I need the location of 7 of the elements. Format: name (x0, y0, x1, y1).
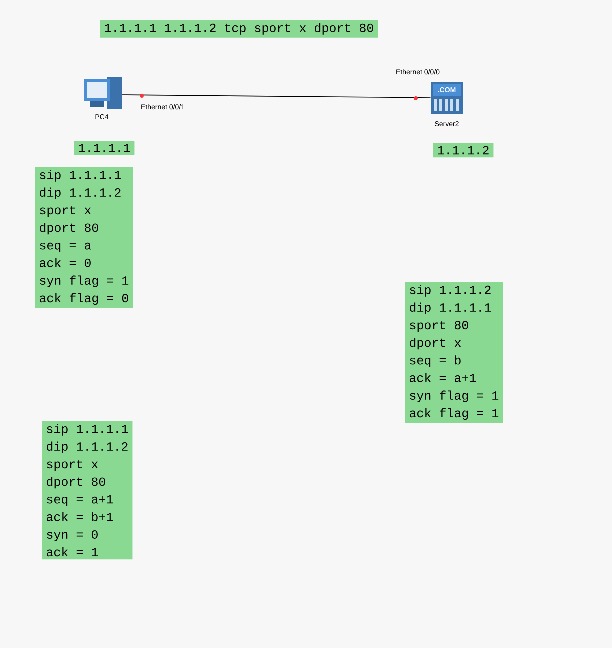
address-box: 1.1.1.2 (433, 143, 494, 158)
packet-box: sip 1.1.1.1 dip 1.1.1.2 sport x dport 80 seq = a+1 ack = b+1 syn = 0 ack = 1 (42, 421, 133, 560)
address-box: 1.1.1.1 (74, 141, 135, 156)
connection-line (122, 94, 432, 98)
header-box: 1.1.1.1 1.1.1.2 tcp sport x dport 80 (100, 20, 378, 38)
packet-box: sip 1.1.1.2 dip 1.1.1.1 sport 80 dport x seq = b ack = a+1 syn flag = 1 ack flag = 1 (405, 282, 504, 424)
packet-box: sip 1.1.1.1 dip 1.1.1.2 sport x dport 80 seq = a ack = 0 syn flag = 1 ack flag = 0 (35, 167, 134, 308)
